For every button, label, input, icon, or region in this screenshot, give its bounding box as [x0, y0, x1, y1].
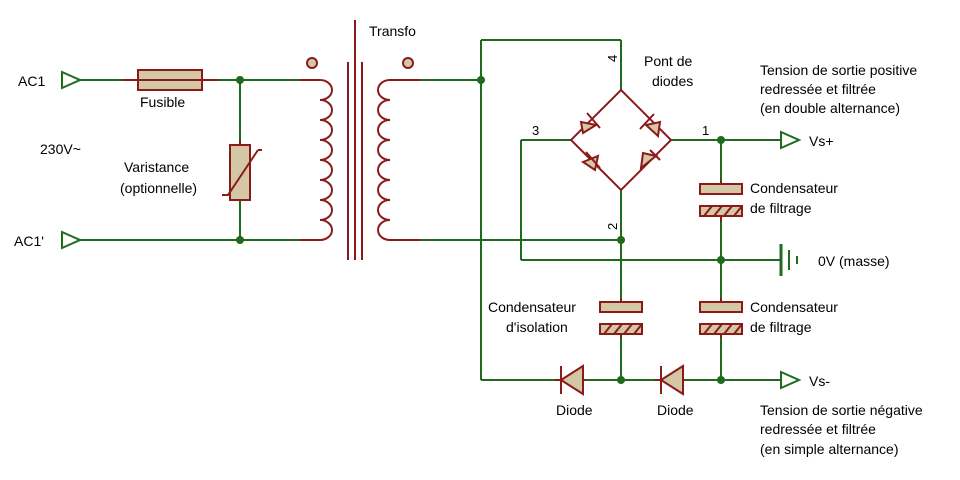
negative-output-label-line1: Tension de sortie négative [760, 402, 923, 418]
varistor-label-line2: (optionnelle) [120, 180, 197, 196]
ac1p-terminal [61, 230, 83, 250]
filter-capacitor-1 [699, 180, 743, 222]
voltage-label: 230V~ [40, 141, 81, 157]
transformer-label: Transfo [369, 23, 416, 39]
ac1-terminal [61, 70, 83, 90]
vs-minus-label: Vs- [809, 373, 830, 389]
diode-1-symbol [555, 364, 585, 396]
varistor-symbol [222, 140, 262, 201]
fuse-label: Fusible [140, 94, 185, 110]
pin-2-label: 2 [605, 223, 620, 230]
positive-output-label-line3: (en double alternance) [760, 100, 900, 116]
bridge-label-line1: Pont de [644, 53, 692, 69]
transformer-symbol [300, 20, 420, 260]
ac1-label: AC1 [18, 73, 45, 89]
pin-1-label: 1 [702, 123, 709, 138]
ac1p-label: AC1' [14, 233, 44, 249]
isolation-cap-label-line1: Condensateur [488, 299, 576, 315]
junction-dots [236, 76, 725, 384]
filter-cap-2-label-line2: de filtrage [750, 319, 812, 335]
filter-capacitor-2 [699, 298, 743, 338]
positive-output-label-line2: redressée et filtrée [760, 81, 876, 97]
vs-plus-label: Vs+ [809, 133, 834, 149]
isolation-cap-label-line2: d'isolation [506, 319, 568, 335]
pin-3-label: 3 [532, 123, 539, 138]
isolation-capacitor [599, 298, 643, 338]
fuse-symbol [122, 69, 218, 91]
filter-cap-1-label-line1: Condensateur [750, 180, 838, 196]
diode-1-label: Diode [556, 402, 593, 418]
varistor-label-line1: Varistance [124, 159, 189, 175]
diode-2-symbol [655, 364, 685, 396]
ground-label: 0V (masse) [818, 253, 890, 269]
positive-output-label-line1: Tension de sortie positive [760, 62, 917, 78]
filter-cap-2-label-line1: Condensateur [750, 299, 838, 315]
pin-4-label: 4 [605, 55, 620, 62]
vs-minus-terminal [780, 370, 802, 390]
negative-output-label-line2: redressée et filtrée [760, 421, 876, 437]
negative-output-label-line3: (en simple alternance) [760, 441, 899, 457]
diode-bridge-symbol [569, 88, 673, 192]
vs-plus-terminal [780, 130, 802, 150]
filter-cap-1-label-line2: de filtrage [750, 200, 812, 216]
wires [80, 39, 781, 381]
bridge-label-line2: diodes [652, 73, 693, 89]
diode-2-label: Diode [657, 402, 694, 418]
ground-symbol [779, 244, 798, 276]
